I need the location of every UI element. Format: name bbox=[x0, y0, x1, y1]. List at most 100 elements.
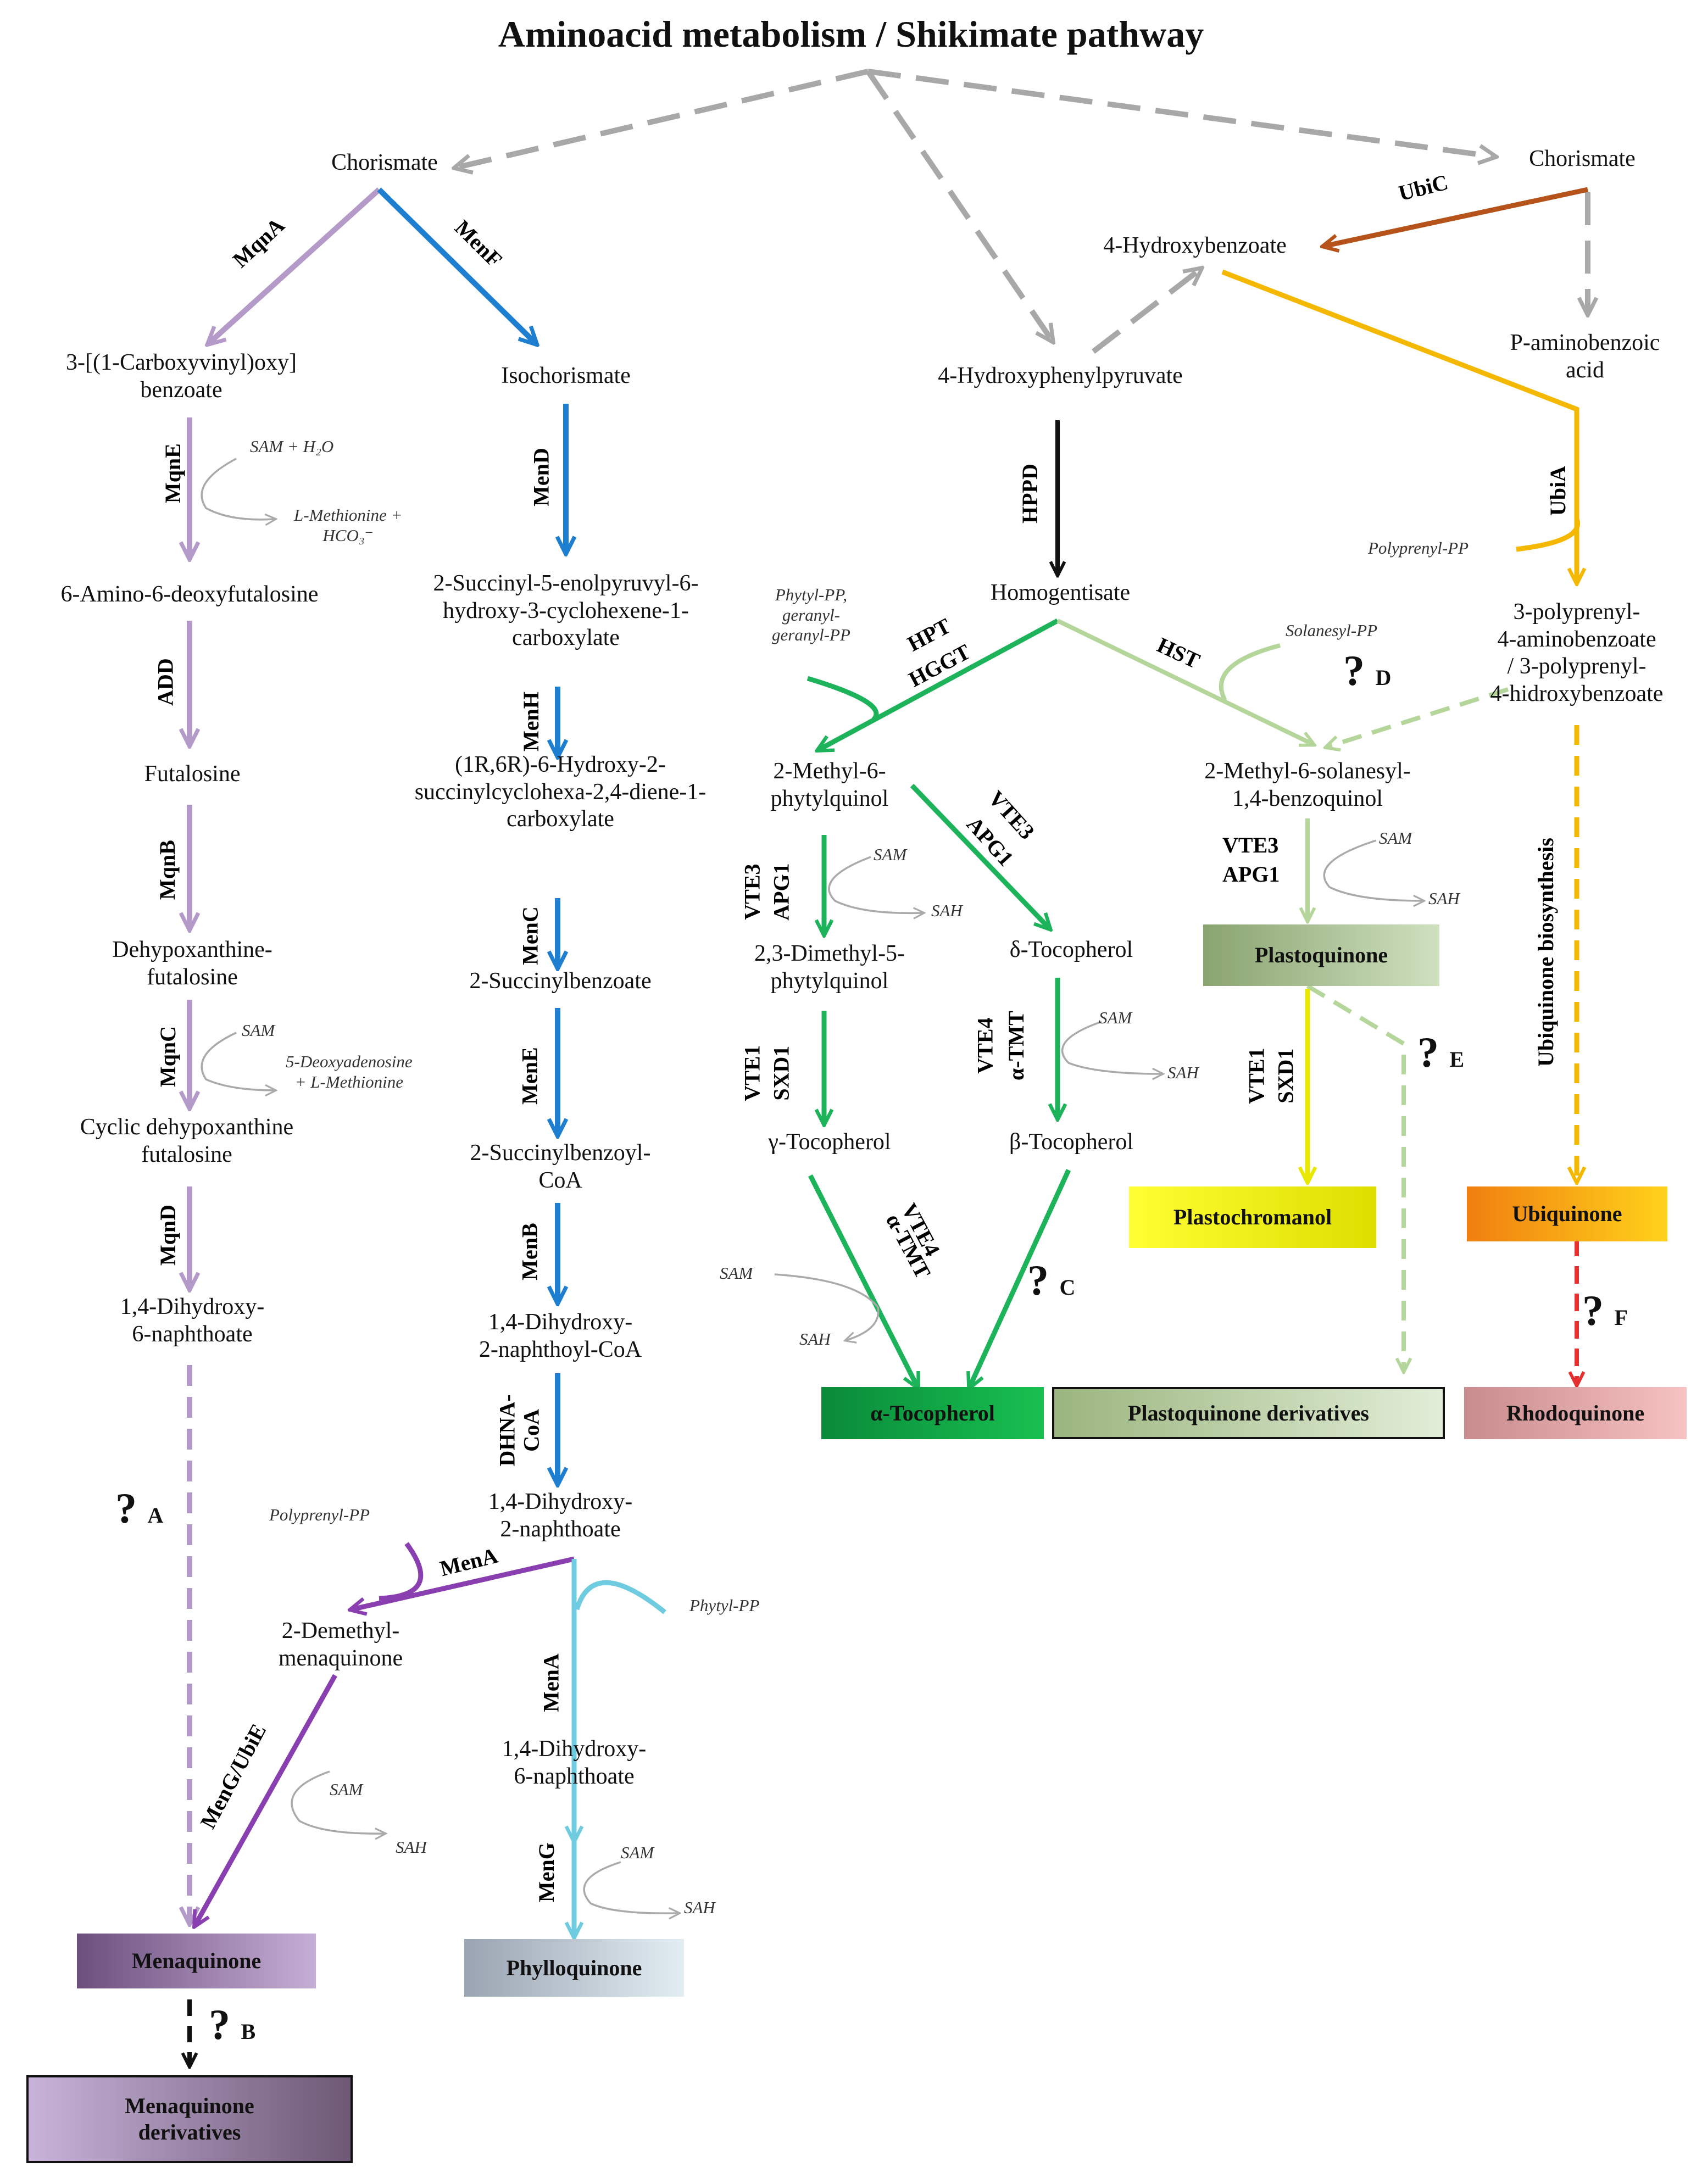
product-rhodoquinone: Rhodoquinone bbox=[1464, 1387, 1687, 1439]
arrow-ubic bbox=[1324, 187, 1588, 246]
cofactor-solanesyl-pp: Solanesyl-PP bbox=[1286, 621, 1378, 640]
page-title: Aminoacid metabolism / Shikimate pathway bbox=[498, 13, 1204, 55]
molecule-isochorismate: Isochorismate bbox=[501, 363, 631, 388]
line-2: benzoate bbox=[140, 377, 223, 403]
arrow-hst bbox=[1056, 619, 1313, 744]
cofactor-sam-6: SAM bbox=[330, 1780, 363, 1799]
cofactor-sam-2: SAM bbox=[1379, 828, 1412, 848]
arrow-unknown-e bbox=[1306, 984, 1404, 1370]
line-2: 1,4-benzoquinol bbox=[1232, 785, 1383, 811]
cofactor-sam-4: SAM bbox=[1099, 1008, 1132, 1027]
molecule-hydroxyphenylpyruvate: 4-Hydroxyphenylpyruvate bbox=[938, 363, 1183, 388]
product-ubiquinone: Ubiquinone bbox=[1467, 1186, 1667, 1241]
line-2: hydroxy-3-cyclohexene-1- bbox=[443, 598, 689, 623]
line-2: futalosine bbox=[141, 1141, 232, 1167]
cofactor-sah-2: SAH bbox=[1428, 889, 1460, 908]
molecule-chorismate-left: Chorismate bbox=[331, 150, 438, 175]
step-letter: E bbox=[1449, 1047, 1465, 1072]
enzyme-ubia: UbiA bbox=[1545, 466, 1570, 516]
arrow-title-to-chorismate-right bbox=[867, 69, 1494, 157]
line-2: futalosine bbox=[147, 964, 238, 990]
enzyme-atmt-a: α-TMT bbox=[1003, 1011, 1028, 1080]
cofactor-sah-5: SAH bbox=[799, 1329, 831, 1349]
molecule-chorismate-right: Chorismate bbox=[1529, 146, 1636, 171]
line-2: geranyl- bbox=[782, 605, 840, 625]
arrow-unknown-d bbox=[1327, 687, 1509, 747]
enzyme-hppd: HPPD bbox=[1017, 464, 1042, 524]
line-1: L-Methionine + bbox=[294, 505, 403, 525]
cofactor-phytyl-pp: Phytyl-PP bbox=[689, 1596, 760, 1615]
line-1: (1R,6R)-6-Hydroxy-2- bbox=[455, 752, 666, 777]
line-2: 2-naphthoate bbox=[500, 1516, 621, 1542]
unknown-step-e: ? E bbox=[1417, 1027, 1464, 1078]
molecule-dimethyl-phytylquinol: 2,3-Dimethyl-5- phytylquinol bbox=[725, 940, 934, 995]
molecule-hydroxybenzoate: 4-Hydroxybenzoate bbox=[1103, 233, 1287, 258]
unknown-step-b: ? B bbox=[209, 1999, 255, 2050]
molecule-dhna2: 1,4-Dihydroxy- 2-naphthoate bbox=[450, 1489, 670, 1543]
line-1: 2-Succinylbenzoyl- bbox=[470, 1140, 651, 1166]
cofactor-sam-h2o: SAM + H₂O bbox=[250, 437, 334, 456]
phytyl-pp-hook bbox=[574, 1580, 666, 1614]
molecule-carboxyvinyl-benzoate: 3-[(1-Carboxyvinyl)oxy] benzoate bbox=[33, 349, 330, 404]
unknown-step-a: ? A bbox=[115, 1483, 163, 1534]
line-1: 1,4-Dihydroxy- bbox=[502, 1736, 647, 1762]
arrow-title-to-chorismate-left bbox=[456, 69, 869, 168]
side-arc-vte4-a bbox=[1061, 1021, 1162, 1074]
line-3: carboxylate bbox=[507, 806, 614, 832]
enzyme-vte4-a: VTE4 bbox=[972, 1017, 998, 1074]
step-letter: B bbox=[241, 2019, 256, 2044]
arrow-unknown-c bbox=[970, 1169, 1071, 1387]
enzyme-vte3-c: VTE3 bbox=[1222, 833, 1279, 857]
line-1: 3-[(1-Carboxyvinyl)oxy] bbox=[66, 350, 297, 375]
side-arc-mqnc bbox=[201, 1032, 275, 1090]
side-arc-vte3-c bbox=[1323, 839, 1423, 901]
polyprenyl-pp-hook bbox=[379, 1542, 424, 1601]
line-2: 6-naphthoate bbox=[514, 1763, 635, 1789]
arrow-vte3-b bbox=[910, 783, 1049, 928]
enzyme-mend: MenD bbox=[529, 448, 554, 506]
line-1: 5-Deoxyadenosine bbox=[286, 1052, 413, 1071]
arrow-ubia bbox=[1221, 269, 1577, 582]
enzyme-vte1-a: VTE1 bbox=[739, 1045, 765, 1101]
molecule-demethyl-menaquinone: 2-Demethyl- menaquinone bbox=[236, 1618, 445, 1672]
step-letter: C bbox=[1059, 1275, 1076, 1300]
question-mark: ? bbox=[1027, 1256, 1049, 1304]
side-arc-vte3-a bbox=[828, 856, 923, 913]
line-3: / 3-polyprenyl- bbox=[1507, 654, 1647, 679]
enzyme-vte1-b: VTE1 bbox=[1244, 1048, 1269, 1104]
cofactor-polyprenyl-pp-left: Polyprenyl-PP bbox=[269, 1505, 370, 1524]
question-mark: ? bbox=[209, 2001, 230, 2048]
line-2: derivatives bbox=[138, 2120, 241, 2144]
arrow-vte4-b bbox=[808, 1174, 917, 1387]
enzyme-mqnd: MqnD bbox=[155, 1205, 180, 1266]
product-menaquinone-derivatives: Menaquinone derivatives bbox=[26, 2075, 353, 2163]
line-4: 4-hidroxybenzoate bbox=[1490, 681, 1664, 706]
line-1: 1,4-Dihydroxy- bbox=[488, 1489, 633, 1514]
enzyme-apg1-a: APG1 bbox=[769, 863, 794, 921]
enzyme-mqnc: MqnC bbox=[155, 1026, 180, 1088]
molecule-cyclic-dehypoxanthine-futalosine: Cyclic dehypoxanthine futalosine bbox=[38, 1114, 335, 1168]
molecule-delta-tocopherol: δ-Tocopherol bbox=[1009, 937, 1133, 962]
arrow-mena-left bbox=[352, 1556, 575, 1609]
molecule-beta-tocopherol: β-Tocopherol bbox=[1009, 1129, 1134, 1155]
line-1: 2-Methyl-6-solanesyl- bbox=[1204, 759, 1411, 784]
line-2: HCO₃⁻ bbox=[322, 525, 374, 545]
cofactor-sah-1: SAH bbox=[931, 901, 963, 920]
line-2: 4-aminobenzoate bbox=[1497, 626, 1656, 652]
enzyme-menc: MenC bbox=[518, 906, 543, 965]
line-2: menaquinone bbox=[278, 1645, 403, 1671]
molecule-methyl-phytylquinol: 2-Methyl-6- phytylquinol bbox=[725, 758, 934, 812]
unknown-step-f: ? F bbox=[1582, 1285, 1628, 1336]
enzyme-mene: MenE bbox=[517, 1047, 542, 1105]
side-arc-mqne bbox=[201, 458, 275, 520]
line-1: DHNA- bbox=[494, 1394, 520, 1467]
molecule-dehypoxanthine-futalosine: Dehypoxanthine- futalosine bbox=[66, 937, 319, 991]
line-1: 1,4-Dihydroxy- bbox=[488, 1310, 633, 1335]
label-ubiquinone-biosynthesis: Ubiquinone biosynthesis bbox=[1533, 838, 1558, 1067]
line-1: 2,3-Dimethyl-5- bbox=[754, 941, 905, 966]
enzyme-menh: MenH bbox=[518, 692, 543, 752]
molecule-shchc: (1R,6R)-6-Hydroxy-2- succinylcyclohexa-2… bbox=[363, 751, 758, 833]
line-3: carboxylate bbox=[512, 625, 620, 651]
question-mark: ? bbox=[1343, 647, 1365, 694]
